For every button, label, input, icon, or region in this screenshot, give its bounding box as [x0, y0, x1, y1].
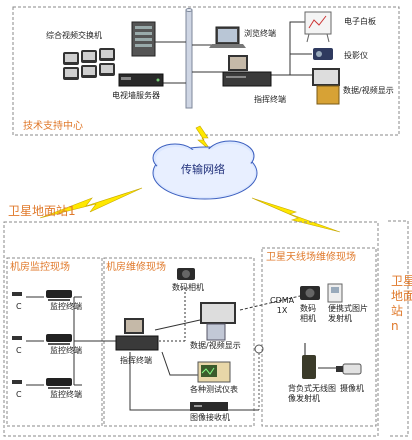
lightning-top: [195, 125, 213, 153]
link-whiteboard: [270, 21, 305, 76]
receiver-icon: [190, 402, 228, 411]
video-wall-icon: [63, 48, 115, 80]
tester-icon: [197, 361, 231, 383]
wall-server-icon: [118, 73, 164, 87]
antenna-site-frame: [261, 247, 377, 427]
command-terminal-label: 指挥终端: [254, 95, 286, 104]
backpack-sender-label: 背负式无线图 像发射机: [288, 384, 336, 403]
switch-label: 综合视频交换机: [46, 31, 102, 40]
c-label-1: C: [16, 302, 22, 311]
image-sender-label: 便携式图片 发射机: [328, 304, 368, 323]
network-label: 传输网络: [181, 163, 225, 176]
link-cdma: [239, 295, 301, 311]
maint-site-frame: [103, 257, 255, 427]
monitor-terminal-3: [46, 378, 72, 389]
image-sender-icon: [327, 283, 343, 303]
command-terminal-icon: [222, 55, 272, 87]
tester-label: 各种测试仪表: [190, 385, 238, 394]
antenna-site-title: 卫星天线场维修现场: [266, 252, 356, 263]
cloud-icon: [152, 140, 258, 200]
laptop-icon: [209, 26, 246, 48]
monitor-terminal-2: [46, 334, 72, 345]
backpack-sender-icon: [302, 343, 316, 379]
monitor-site-title: 机房监控现场: [10, 262, 70, 273]
wall-server-label: 电视墙服务器: [112, 91, 160, 100]
maint-display-label: 数据/视频显示: [190, 341, 241, 350]
monitor-terminal-label: 监控终端: [50, 302, 82, 311]
c-label-3: C: [16, 390, 22, 399]
antenna-icon: [228, 344, 264, 411]
station1-frame: [3, 221, 379, 437]
cctv-camera-icons: [12, 292, 22, 384]
projector-label: 投影仪: [344, 51, 368, 60]
maint-command-label: 指挥终端: [120, 356, 152, 365]
station-n-frame: [388, 220, 409, 437]
monitor-terminal-label: 监控终端: [50, 346, 82, 355]
lightning-right: [251, 197, 341, 233]
receiver-label: 图像接收机: [190, 413, 230, 422]
whiteboard-icon: [304, 11, 332, 43]
station1-title: 卫星地面站1: [8, 204, 76, 218]
whiteboard-label: 电子白板: [344, 17, 376, 26]
display-label: 数据/视频显示: [343, 86, 394, 95]
projector-icon: [313, 48, 333, 60]
maint-camera-label: 数码相机: [172, 283, 204, 292]
backbone-pole: [185, 9, 193, 109]
video-camera-label: 摄像机: [340, 384, 364, 393]
cdma-camera-icon: [300, 286, 320, 300]
monitor-terminal-1: [46, 290, 72, 301]
support-center-title: 技术支持中心: [23, 121, 83, 132]
maint-display-icon: [200, 302, 236, 341]
switch-cabinet-icon: [131, 21, 156, 57]
video-camera-icon: [336, 363, 362, 375]
maint-site-title: 机房维修现场: [106, 262, 166, 273]
c-label-2: C: [16, 346, 22, 355]
cdma-label: CDMA 1X: [270, 296, 295, 315]
display-icon: [312, 68, 340, 105]
digital-camera-icon: [177, 268, 195, 280]
browse-terminal-label: 浏览终端: [244, 29, 276, 38]
station-n-title: 卫星 地面 站 n: [391, 274, 412, 333]
antenna-camera-label: 数码 相机: [300, 304, 316, 323]
maint-command-terminal-icon: [115, 318, 159, 351]
monitor-terminal-label: 监控终端: [50, 390, 82, 399]
monitor-site-frame: [6, 257, 103, 427]
lightning-left: [39, 187, 143, 219]
